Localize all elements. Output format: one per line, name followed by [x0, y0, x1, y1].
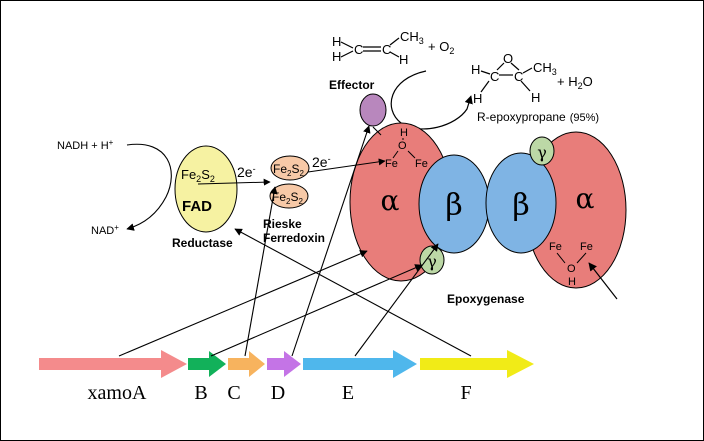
reductase-fe2s2: Fe2S2: [181, 167, 215, 184]
effector-blob: [359, 93, 387, 127]
gene-arrow-xamoA: [39, 350, 187, 378]
propene-ch3: CH3: [400, 29, 424, 46]
xamoA-to-alpha-arrow: [118, 250, 368, 357]
gene-label-E: E: [342, 382, 354, 404]
epoxide-bonds: [480, 62, 533, 93]
epoxide-plus-h2o: + H2O: [557, 74, 593, 91]
diiron-right-fe1: Fe: [549, 241, 562, 253]
reductase-protein: Fe2S2 FAD Reductase NADH + H+ NAD+ 2e-: [57, 138, 256, 250]
epoxide-structure: O H C C CH3 H H + H2O: [471, 51, 593, 106]
propene-c1: C: [354, 42, 363, 57]
gamma-top-label: γ: [537, 143, 547, 162]
C-to-ferredoxin-arrow: [244, 186, 278, 357]
ferredoxin-fe2s2-top: Fe2S2: [273, 162, 304, 178]
ferredoxin-blob-bottom: [269, 183, 309, 209]
diiron-site-left: H O Fe Fe: [385, 127, 428, 170]
electron-transfer-2: 2e-: [312, 154, 331, 170]
gene-label-F: F: [460, 382, 471, 404]
gene-arrow-C: [228, 351, 265, 377]
propene-h2: H: [332, 49, 341, 64]
nadh-label: NADH + H+: [57, 138, 114, 152]
gene-arrow-B: [188, 351, 226, 377]
epoxide-ch3: CH3: [533, 60, 557, 77]
alpha-right-label: α: [576, 182, 595, 215]
beta-subunit-right: [485, 152, 557, 254]
gene-arrow-E: [303, 350, 417, 378]
ferredoxin-label-2: Ferredoxin: [263, 231, 325, 245]
diiron-site-right: Fe Fe O H: [549, 241, 593, 288]
substrate-entry-arrow: [588, 262, 618, 300]
gene-label-B: B: [194, 382, 207, 404]
epoxide-c1: C: [490, 69, 499, 84]
diiron-left-fe1: Fe: [385, 158, 398, 170]
propene-h1: H: [332, 34, 341, 49]
electron-transfer-1: 2e-: [237, 164, 256, 180]
E-to-beta-arrow: [354, 243, 439, 357]
gene-protein-arrows: [118, 125, 472, 357]
gene-label-D: D: [271, 382, 285, 404]
epoxide-h3: H: [531, 90, 540, 105]
epoxygenase-complex: α α β β γ γ H O Fe Fe Fe Fe O H Epo: [349, 122, 627, 306]
ferredoxin-blob-top: [270, 155, 310, 181]
nad-label: NAD+: [91, 223, 119, 237]
epoxide-c2: C: [514, 69, 523, 84]
product-label: R-epoxypropane(95%): [477, 110, 599, 124]
ferredoxin-label-1: Rieske: [263, 217, 302, 231]
diiron-right-bonds: [556, 252, 587, 264]
reductase-to-ferredoxin-arrow: [197, 178, 271, 186]
F-to-reductase-arrow: [234, 228, 472, 357]
epoxide-o: O: [503, 51, 513, 66]
beta-left-label: β: [445, 188, 462, 223]
rieske-ferredoxin: Fe2S2 Fe2S2 Rieske Ferredoxin 2e-: [263, 154, 331, 245]
gene-label-xamoA: xamoA: [88, 382, 147, 404]
gene-label-C: C: [227, 382, 240, 404]
epoxide-h1: H: [471, 62, 480, 77]
effector-to-product-arrow: [372, 126, 382, 136]
epoxygenase-label: Epoxygenase: [447, 292, 525, 306]
diiron-left-fe2: Fe: [415, 158, 428, 170]
propene-structure: H H C C CH3 H + O2: [332, 29, 454, 67]
effector-protein: Effector: [329, 78, 387, 127]
diiron-right-o: O: [567, 263, 576, 275]
gamma-subunit-top: [529, 136, 555, 166]
gamma-bottom-label: γ: [427, 252, 437, 271]
gene-cluster: xamoA B C D E F: [39, 350, 534, 404]
gene-arrow-F: [420, 350, 534, 378]
effector-label: Effector: [329, 78, 375, 92]
beta-right-label: β: [512, 188, 529, 223]
fad-label: FAD: [182, 198, 212, 215]
propene-plus-o2: + O2: [428, 39, 454, 56]
alpha-left-label: α: [381, 184, 400, 217]
reductase-label: Reductase: [172, 236, 233, 250]
propene-h3: H: [399, 52, 408, 67]
diiron-left-bonds: [392, 138, 416, 159]
diiron-right-h: H: [568, 276, 576, 288]
propene-bonds: [340, 37, 400, 58]
ferredoxin-to-alpha-arrow: [307, 158, 386, 173]
epoxide-h2: H: [473, 91, 482, 106]
reaction-curve-arrow: [390, 70, 473, 130]
gene-arrow-D: [267, 351, 301, 377]
diiron-left-o: O: [398, 140, 407, 152]
fad-domain: [174, 145, 238, 233]
diiron-right-fe2: Fe: [580, 241, 593, 253]
diiron-left-h: H: [400, 127, 408, 139]
nadh-oxidation-curve: [126, 143, 172, 231]
propene-c2: C: [382, 42, 391, 57]
D-to-effector-arrow: [291, 125, 371, 357]
B-to-gamma-arrow: [210, 264, 423, 357]
